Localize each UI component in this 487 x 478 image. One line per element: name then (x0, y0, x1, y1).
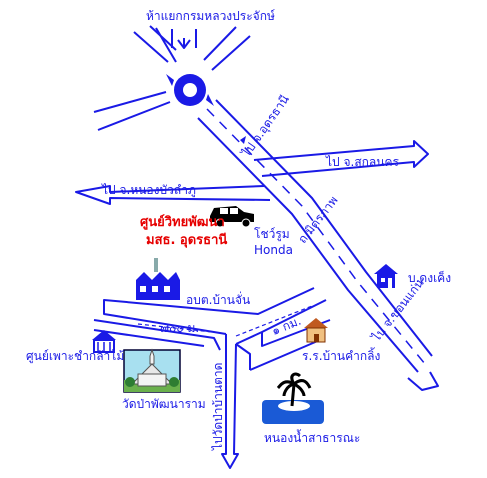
car-icon (210, 206, 254, 228)
road-lower-upper-edge (103, 287, 315, 335)
label-to-nongbua: ไป จ.หนองบัวลำภู (102, 183, 196, 197)
label-school: ร.ร.บ้านคำกลิ้ง (302, 349, 381, 363)
highway-edge-left (197, 117, 419, 373)
label-dist-700: ๗๐๐ ม. (160, 321, 200, 335)
label-obt: อบต.บ้านจั่น (186, 293, 251, 307)
road-sakon (253, 140, 429, 177)
highway-edge-right (215, 99, 433, 357)
arrow-khonkaen (407, 371, 439, 391)
label-top-junction: ห้าแยกกรมหลวงประจักษ์ (146, 9, 275, 23)
road-to-wat (221, 334, 239, 469)
label-temple: วัดป่าพัฒนาราม (122, 397, 206, 411)
road-ne (203, 26, 251, 71)
school-icon (304, 318, 328, 343)
label-showroom-line1: โชว์รูม (254, 227, 290, 241)
temple-picture (123, 348, 181, 393)
label-to-wat: ไปวัดป่าบ้านตาด (211, 362, 225, 450)
road-w (93, 91, 171, 131)
label-dongkeng: บ.ดงเค็ง (408, 271, 452, 285)
label-to-sakon: ไป จ.สกลนคร (326, 155, 399, 169)
label-showroom-line2: Honda (254, 243, 293, 257)
small-arrow-1 (240, 136, 246, 144)
factory-icon (136, 258, 180, 300)
road-seedling (93, 319, 221, 351)
down-arrow-top (177, 38, 191, 49)
label-seedling: ศูนย์เพาะชำกล้าไม้ (26, 349, 125, 363)
top-road (171, 29, 197, 48)
label-center-line2: มสธ. อุดรธานี (146, 233, 228, 248)
palm-island-icon (262, 372, 324, 424)
greenhouse-icon (92, 330, 116, 353)
road-nnw (155, 27, 177, 63)
road-nw (133, 25, 177, 63)
label-center-line1: ศูนย์วิทยพัฒนา (140, 215, 225, 230)
house-icon (374, 264, 398, 288)
roundabout-icon (166, 74, 214, 106)
label-pond: หนองน้ำสาธารณะ (264, 431, 361, 445)
highway-centerline (206, 108, 426, 365)
dist-700-line (137, 323, 213, 333)
road-nongbua (75, 185, 271, 205)
